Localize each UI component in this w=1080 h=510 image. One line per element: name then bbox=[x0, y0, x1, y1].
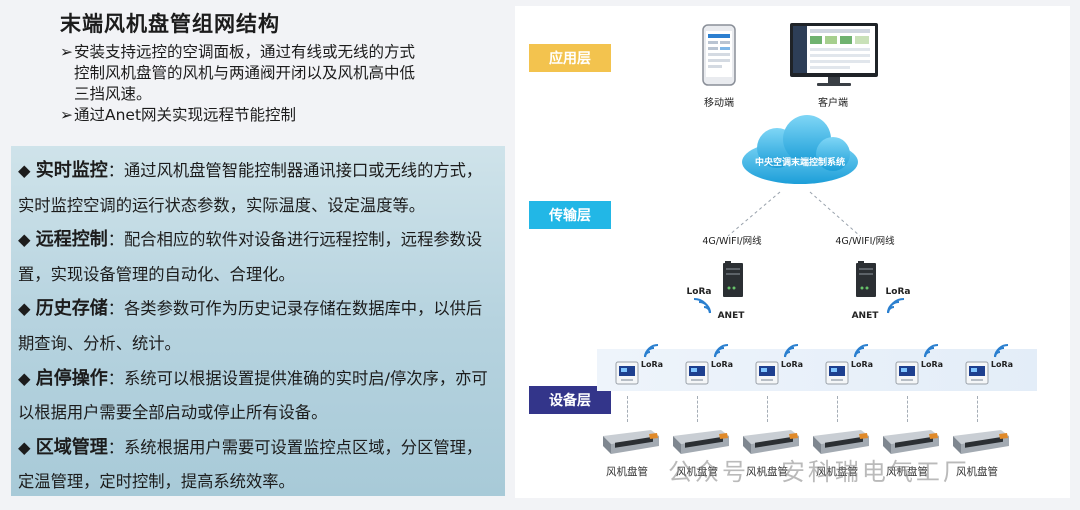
thermostat-panel-icon bbox=[615, 361, 639, 385]
wired-link-line bbox=[767, 396, 768, 422]
feature-box: ◆ 实时监控：通过风机盘管智能控制器通讯接口或无线的方式，实时监控空调的运行状态… bbox=[11, 146, 505, 496]
intro-item: ➢ 通过Anet网关实现远程节能控制 bbox=[60, 105, 415, 126]
feature-name: 远程控制 bbox=[35, 229, 108, 251]
feature-text: ：配合相应的软件对设备进行远程控制，远程参数设置，实现设备管理的自动化、合理化。 bbox=[18, 230, 483, 284]
layer-app-label: 应用层 bbox=[529, 44, 611, 72]
fan-coil-label: 风机盘管 bbox=[606, 466, 648, 478]
wireless-signal-icon bbox=[693, 297, 711, 314]
mobile-label: 移动端 bbox=[704, 98, 734, 109]
fan-coil-label: 风机盘管 bbox=[816, 466, 858, 478]
feature-item: ◆ 历史存储：各类参数可作为历史记录存储在数据库中，以供后期查询、分析、统计。 bbox=[18, 292, 497, 361]
feature-name: 实时监控 bbox=[35, 160, 108, 181]
gateway-icon bbox=[723, 261, 743, 297]
wireless-signal-icon bbox=[994, 343, 1009, 358]
wired-link-line bbox=[627, 396, 628, 422]
thermostat-panel-icon bbox=[755, 361, 779, 385]
wireless-signal-icon bbox=[924, 343, 939, 358]
link-label-right: 4G/WIFI/网线 bbox=[835, 236, 895, 247]
wired-link-line bbox=[697, 396, 698, 422]
network-link-lines bbox=[727, 191, 861, 237]
wireless-signal-icon bbox=[644, 343, 659, 358]
lora-label: LoRa bbox=[920, 360, 944, 369]
feature-name: 区域管理 bbox=[35, 436, 108, 458]
wired-link-line bbox=[907, 396, 908, 422]
feature-item: ◆ 实时监控：通过风机盘管智能控制器通讯接口或无线的方式，实时监控空调的运行状态… bbox=[18, 154, 497, 223]
lora-label: LoRa bbox=[885, 287, 911, 297]
feature-name: 历史存储 bbox=[35, 298, 108, 320]
wired-link-line bbox=[977, 396, 978, 422]
diamond-bullet-icon: ◆ bbox=[18, 368, 31, 388]
lora-label: LoRa bbox=[780, 360, 804, 369]
arrow-bullet-icon: ➢ bbox=[60, 43, 73, 61]
feature-text: ：通过风机盘管智能控制器通讯接口或无线的方式，实时监控空调的运行状态参数，实际温… bbox=[18, 161, 483, 215]
fan-coil-label: 风机盘管 bbox=[746, 466, 788, 478]
fan-coil-label: 风机盘管 bbox=[676, 466, 718, 478]
thermostat-panel-icon bbox=[685, 361, 709, 385]
feature-name: 启停操作 bbox=[35, 367, 108, 389]
fan-coil-unit-icon bbox=[743, 430, 799, 454]
slide-title: 末端风机盘管组网结构 bbox=[60, 12, 280, 36]
wireless-signal-icon bbox=[714, 343, 729, 358]
diamond-bullet-icon: ◆ bbox=[18, 161, 31, 180]
wireless-signal-icon bbox=[784, 343, 799, 358]
watermark: 公众号 · 安科瑞电气工厂 bbox=[668, 458, 970, 486]
gateway-icon bbox=[856, 261, 876, 297]
feature-text: ：系统可以根据设置提供准确的实时启/停次序，亦可以根据用户需要全部启动或停止所有… bbox=[18, 368, 488, 423]
layer-transport-label: 传输层 bbox=[529, 201, 611, 229]
thermostat-panel-icon bbox=[825, 361, 849, 385]
link-label-left: 4G/WIFI/网线 bbox=[702, 236, 762, 247]
feature-text: ：系统根据用户需要可设置监控点区域，分区管理，定温管理，定时控制，提高系统效率。 bbox=[18, 437, 483, 492]
intro-text: 安装支持远控的空调面板，通过有线或无线的方式控制风机盘管的风机与两通阀开闭以及风… bbox=[74, 43, 416, 103]
thermostat-panel-icon bbox=[895, 361, 919, 385]
smartphone-icon bbox=[702, 24, 736, 86]
intro-item: ➢ 安装支持远控的空调面板，通过有线或无线的方式控制风机盘管的风机与两通阀开闭以… bbox=[60, 42, 415, 105]
wired-link-line bbox=[837, 396, 838, 422]
gateway-label: ANET bbox=[717, 311, 745, 321]
cloud-icon bbox=[742, 115, 858, 184]
fan-coil-unit-icon bbox=[953, 430, 1009, 454]
feature-item: ◆ 远程控制：配合相应的软件对设备进行远程控制，远程参数设置，实现设备管理的自动… bbox=[18, 223, 497, 292]
client-label: 客户端 bbox=[818, 98, 848, 109]
cloud-label: 中央空调末端控制系统 bbox=[754, 158, 845, 168]
intro-list: ➢ 安装支持远控的空调面板，通过有线或无线的方式控制风机盘管的风机与两通阀开闭以… bbox=[60, 42, 415, 126]
lora-label: LoRa bbox=[850, 360, 874, 369]
intro-text: 通过Anet网关实现远程节能控制 bbox=[74, 106, 297, 124]
fan-coil-unit-icon bbox=[883, 430, 939, 454]
fan-coil-unit-icon bbox=[603, 430, 659, 454]
lora-label: LoRa bbox=[640, 360, 664, 369]
feature-text: ：各类参数可作为历史记录存储在数据库中，以供后期查询、分析、统计。 bbox=[18, 299, 483, 353]
feature-item: ◆ 区域管理：系统根据用户需要可设置监控点区域，分区管理，定温管理，定时控制，提… bbox=[18, 431, 497, 500]
diamond-bullet-icon: ◆ bbox=[18, 299, 31, 319]
diamond-bullet-icon: ◆ bbox=[18, 230, 31, 250]
thermostat-panel-icon bbox=[965, 361, 989, 385]
wireless-signal-icon bbox=[887, 297, 905, 314]
lora-label: LoRa bbox=[990, 360, 1014, 369]
lora-label: LoRa bbox=[710, 360, 734, 369]
fan-coil-label: 风机盘管 bbox=[886, 466, 928, 478]
fan-coil-unit-icon bbox=[813, 430, 869, 454]
feature-item: ◆ 启停操作：系统可以根据设置提供准确的实时启/停次序，亦可以根据用户需要全部启… bbox=[18, 362, 497, 431]
arrow-bullet-icon: ➢ bbox=[60, 106, 73, 124]
fan-coil-unit-icon bbox=[673, 430, 729, 454]
fan-coil-label: 风机盘管 bbox=[956, 466, 998, 478]
gateway-label: ANET bbox=[851, 311, 879, 321]
wireless-signal-icon bbox=[854, 343, 869, 358]
monitor-icon bbox=[790, 23, 878, 86]
device-band bbox=[597, 349, 1037, 391]
lora-label: LoRa bbox=[686, 287, 712, 297]
diamond-bullet-icon: ◆ bbox=[18, 437, 31, 457]
